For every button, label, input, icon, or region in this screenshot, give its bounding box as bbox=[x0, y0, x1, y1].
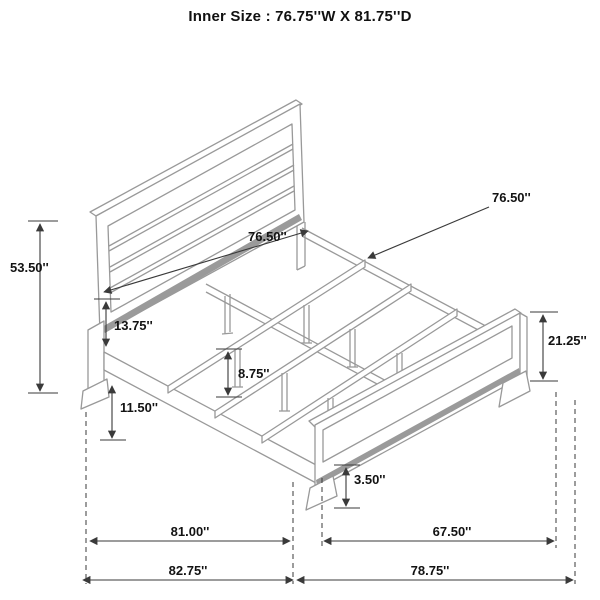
dim-slat-length: 76.50'' bbox=[367, 190, 531, 259]
dim-label-footboard-foot: 3.50'' bbox=[354, 472, 385, 487]
slats bbox=[167, 259, 458, 444]
dim-label-inner-length: 81.00'' bbox=[171, 524, 210, 539]
dim-label-overall-length: 82.75'' bbox=[169, 563, 208, 578]
dim-footboard-width: 67.50'' bbox=[323, 524, 555, 546]
footboard-left-foot bbox=[305, 475, 338, 511]
diagram-title: Inner Size : 76.75''W X 81.75''D bbox=[188, 8, 412, 25]
dim-overall-length: 82.75'' bbox=[82, 563, 294, 585]
dim-label-slat-length: 76.50'' bbox=[492, 190, 531, 205]
dim-footboard-height: 21.25'' bbox=[530, 311, 587, 382]
dim-label-side-rail-top: 13.75'' bbox=[114, 318, 153, 333]
footboard-right-foot bbox=[498, 370, 531, 408]
dim-label-inner-width: 76.50'' bbox=[248, 229, 287, 244]
dim-inner-length: 81.00'' bbox=[89, 524, 291, 546]
dim-footboard-foot: 3.50'' bbox=[334, 464, 385, 509]
dimension-annotations: 53.50'' 13.75'' 11.50'' 8.75'' bbox=[10, 190, 587, 585]
dim-label-overall-width: 78.75'' bbox=[411, 563, 450, 578]
dim-side-rail-bottom: 11.50'' bbox=[100, 385, 158, 441]
footboard bbox=[305, 308, 531, 511]
dim-label-slat-leg: 8.75'' bbox=[238, 366, 269, 381]
dim-inner-width: 76.50'' bbox=[103, 229, 309, 294]
dim-label-footboard-width: 67.50'' bbox=[433, 524, 472, 539]
dim-label-footboard-height: 21.25'' bbox=[548, 333, 587, 348]
dim-overall-width: 78.75'' bbox=[296, 563, 574, 585]
dim-slat-leg: 8.75'' bbox=[216, 348, 269, 398]
dim-side-rail-top: 13.75'' bbox=[94, 298, 153, 347]
dim-label-side-rail-bottom: 11.50'' bbox=[120, 400, 158, 415]
dim-headboard-height: 53.50'' bbox=[10, 220, 58, 394]
dim-label-headboard-height: 53.50'' bbox=[10, 260, 49, 275]
bed-drawing bbox=[80, 99, 531, 511]
extension-lines bbox=[85, 392, 576, 584]
